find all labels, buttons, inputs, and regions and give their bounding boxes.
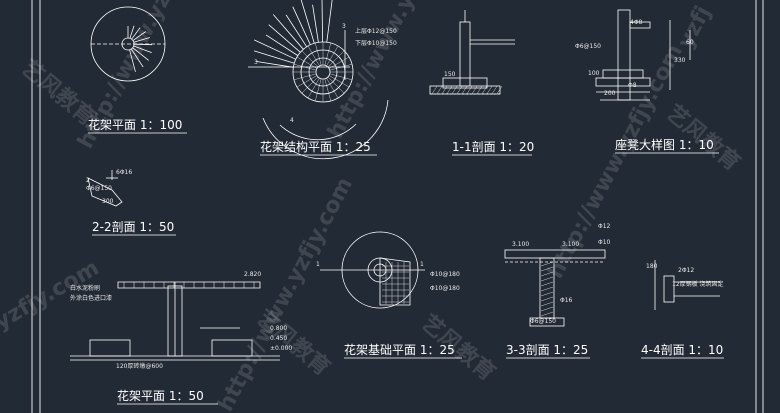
- ann-dim-180: 180: [646, 263, 658, 270]
- ann-upper-rebar: 上层Φ12@150: [355, 27, 397, 35]
- ann-dim-330: 330: [674, 57, 686, 64]
- ann-lower-rebar: 下层Φ10@150: [355, 40, 397, 47]
- ann-white-paint: 外涂白色进口漆: [70, 294, 112, 302]
- ann-brick-base: 120厚砖墩@600: [116, 362, 163, 370]
- ann-dim-3: 3: [254, 59, 258, 66]
- ann-phi6-c: Φ6@150: [530, 318, 556, 325]
- title-section-3-3: 3-3剖面 1：25: [506, 343, 588, 357]
- ann-phi10: Φ10: [598, 239, 611, 246]
- ann-phi6-b: Φ6@150: [86, 185, 112, 192]
- ann-2phi12: 2Φ12: [678, 267, 694, 274]
- ann-phi12: Φ12: [598, 223, 611, 230]
- ann-dim-150: 150: [444, 71, 456, 78]
- watermark-url-4: http://www.yzfjy.com: [213, 173, 358, 413]
- ann-phi10-180b: Φ10@180: [430, 285, 460, 292]
- plan-100-drawing: [90, 6, 166, 82]
- ann-dim-3100b: 3.100: [562, 241, 579, 248]
- title-section-4-4: 4-4剖面 1：10: [641, 343, 723, 357]
- ann-dim-3b: 3: [342, 23, 346, 30]
- ann-dim-100: 100: [588, 70, 600, 77]
- title-foundation-plan: 花架基础平面 1：25: [344, 342, 455, 357]
- bench-detail-drawing: [595, 9, 691, 101]
- title-bench-detail: 座凳大样图 1：10: [615, 137, 714, 152]
- ann-phi16: 6Φ16: [116, 169, 132, 176]
- annotations: 上层Φ12@150 下层Φ10@150 Φ6@150 Φ6@150 Φ6@150…: [70, 19, 724, 370]
- watermark-url-side: yzfj: [673, 2, 716, 53]
- ann-elev-0450: 0.450: [270, 335, 287, 342]
- foundation-plan-drawing: [320, 231, 425, 309]
- plan-50-drawing: [70, 281, 280, 361]
- ann-dim-4: 4: [290, 117, 294, 124]
- ann-phi16b: Φ16: [560, 297, 573, 304]
- ann-dim-60: 60: [686, 39, 694, 46]
- section-2-2-drawing: [87, 170, 123, 207]
- title-plan-50: 花架平面 1：50: [117, 388, 204, 403]
- ann-phi6-a: Φ6@150: [575, 43, 601, 50]
- drawing-frame: [31, 0, 764, 413]
- ann-phi8: Φ8: [628, 82, 637, 89]
- ann-dim-1b: 1: [420, 261, 424, 268]
- section-4-4-drawing: [654, 260, 720, 310]
- title-section-1-1: 1-1剖面 1：20: [452, 140, 534, 154]
- ann-dim-3100: 3.100: [512, 241, 529, 248]
- ann-dim-1a: 1: [316, 261, 320, 268]
- drawing-titles: 花架平面 1：100 花架结构平面 1：25 1-1剖面 1：20 座凳大样图 …: [88, 117, 724, 405]
- ann-elev-0000: ±0.000: [270, 345, 292, 352]
- ann-dim-200: 200: [604, 90, 616, 97]
- section-3-3-drawing: [504, 249, 606, 327]
- ann-bar-note: 12厚钢板 浇筑固定: [672, 280, 724, 288]
- ann-4phi8: 4Φ8: [630, 19, 643, 26]
- ann-elev-0800: 0.800: [270, 325, 287, 332]
- structure-plan-drawing: [248, 0, 389, 160]
- title-structure-plan: 花架结构平面 1：25: [260, 139, 371, 154]
- title-section-2-2: 2-2剖面 1：50: [92, 220, 174, 234]
- ann-dim-2: 2: [86, 177, 90, 184]
- section-1-1-drawing: [429, 10, 515, 95]
- title-plan-100: 花架平面 1：100: [88, 117, 182, 132]
- ann-elev-2820: 2.820: [244, 271, 261, 278]
- ann-phi10-180: Φ10@180: [430, 271, 460, 278]
- ann-cement-plaster: 白水泥粉刷: [70, 284, 100, 292]
- ann-dim-300: 300: [102, 198, 114, 205]
